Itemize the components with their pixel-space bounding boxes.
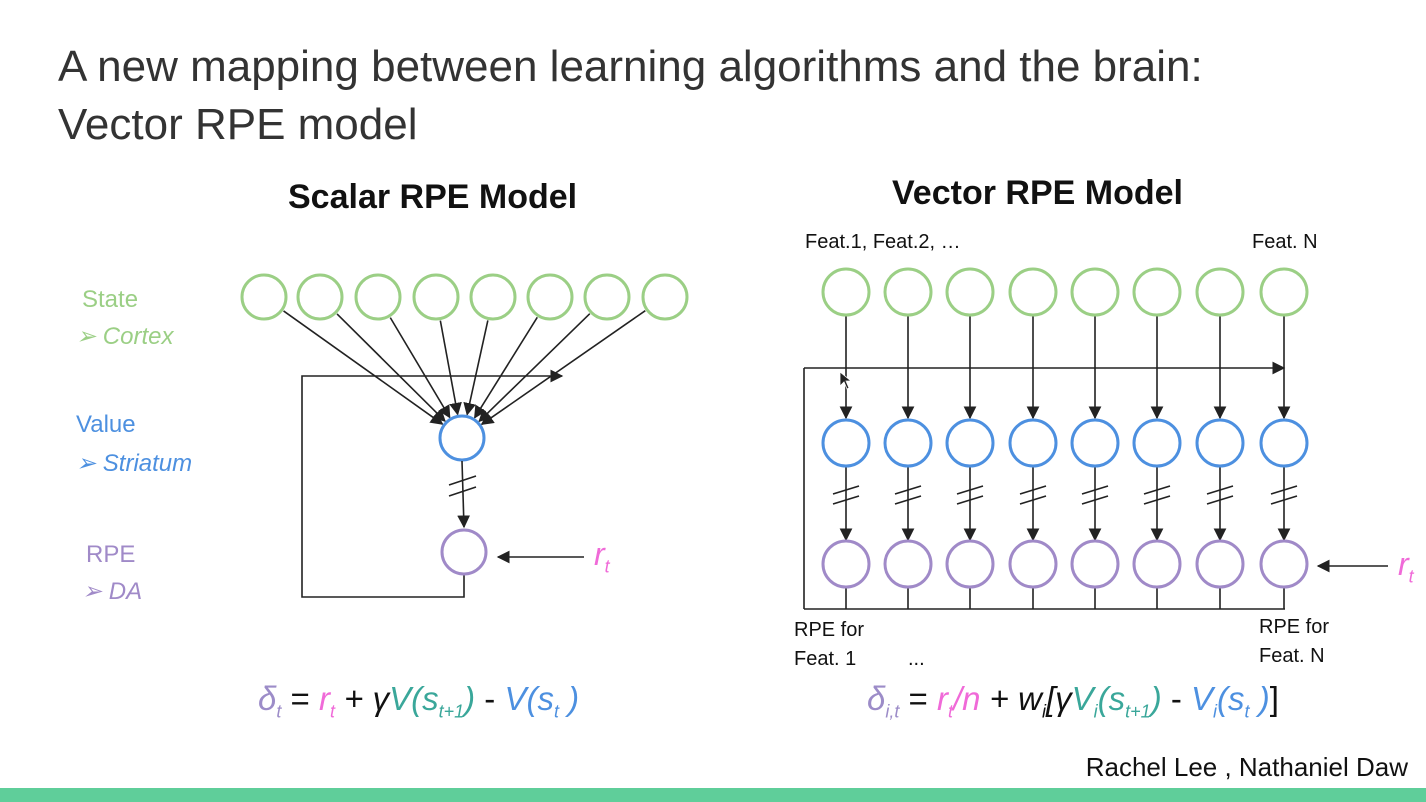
rpe-feat-n-line-2: Feat. N	[1259, 645, 1325, 667]
scalar-state-arrow-3	[389, 317, 451, 419]
vector-value-node-1	[821, 418, 871, 468]
scalar-hatch-2	[448, 486, 477, 497]
vector-state-node-1	[821, 267, 871, 317]
scalar-rpe-node	[440, 528, 488, 576]
rpe-feat-n-label: RPE for Feat. N	[1259, 613, 1329, 671]
mouse-cursor-icon	[839, 371, 853, 390]
scalar-state-arrow-2	[336, 313, 446, 422]
rpe-ellipsis: ...	[908, 648, 925, 670]
vector-hatch-a-7	[1206, 485, 1234, 495]
scalar-state-to-value-arrows	[283, 310, 646, 426]
vector-value-node-4	[1008, 418, 1058, 468]
vector-hatch-a-3	[956, 485, 984, 495]
rpe-feat-1-line-1: RPE for	[794, 619, 865, 641]
vector-hatch-a-2	[894, 485, 922, 495]
state-label: State	[82, 286, 139, 313]
vector-rpe-node-6	[1132, 539, 1182, 589]
vector-rpe-node-4	[1008, 539, 1058, 589]
author-credit: Rachel Lee , Nathaniel Daw	[1085, 752, 1408, 782]
vector-hatch-a-4	[1019, 485, 1047, 495]
feat-right-label: Feat. N	[1252, 231, 1318, 253]
vector-equation: δi,t = rt/n + wi[γVi(st+1) - Vi(st )]	[867, 680, 1279, 722]
vector-state-node-3	[945, 267, 995, 317]
scalar-state-node-3	[354, 273, 402, 321]
vector-value-node-5	[1070, 418, 1120, 468]
vector-state-node-8	[1259, 267, 1309, 317]
scalar-state-node-1	[240, 273, 288, 321]
scalar-value-node	[438, 414, 486, 462]
scalar-state-arrow-8	[480, 310, 646, 426]
vector-hatch-b-2	[894, 495, 922, 505]
feat-left-label: Feat.1, Feat.2, …	[805, 231, 961, 253]
vector-model-title: Vector RPE Model	[892, 174, 1183, 212]
vector-rpe-node-1	[821, 539, 871, 589]
scalar-state-node-4	[412, 273, 460, 321]
scalar-state-node-2	[296, 273, 344, 321]
rpe-feat-n-line-1: RPE for	[1259, 616, 1330, 638]
vector-rpe-node-3	[945, 539, 995, 589]
scalar-feedback-loop	[301, 369, 564, 598]
vector-rpe-node-5	[1070, 539, 1120, 589]
vector-columns	[821, 267, 1309, 609]
scalar-state-node-6	[526, 273, 574, 321]
scalar-state-node-7	[583, 273, 631, 321]
rpe-feat-1-line-2: Feat. 1	[794, 648, 857, 670]
vector-hatch-b-1	[832, 495, 860, 505]
vector-state-node-4	[1008, 267, 1058, 317]
vector-state-node-5	[1070, 267, 1120, 317]
vector-value-node-7	[1195, 418, 1245, 468]
scalar-value-to-rpe-arrow	[457, 460, 471, 529]
vector-hatch-b-5	[1081, 495, 1109, 505]
scalar-model-title: Scalar RPE Model	[288, 178, 578, 216]
scalar-equation: δt = rt + γV(st+1) - V(st )	[258, 680, 580, 722]
scalar-state-arrow-6	[474, 316, 538, 419]
vector-hatch-a-8	[1270, 485, 1298, 495]
scalar-state-nodes	[240, 273, 689, 321]
vector-hatch-b-6	[1143, 495, 1171, 505]
rpe-label: RPE	[86, 541, 136, 568]
scalar-state-arrow-1	[283, 310, 444, 425]
vector-hatch-b-7	[1206, 495, 1234, 505]
slide-title-line-2: Vector RPE model	[58, 100, 418, 149]
cortex-label: ➢ Cortex	[76, 323, 174, 350]
vector-value-node-2	[883, 418, 933, 468]
scalar-state-arrow-5	[463, 320, 489, 416]
slide-title-line-1: A new mapping between learning algorithm…	[58, 42, 1203, 91]
vector-hatch-a-6	[1143, 485, 1171, 495]
scalar-state-arrow-4	[439, 320, 462, 416]
vector-hatch-a-1	[832, 485, 860, 495]
vector-value-node-6	[1132, 418, 1182, 468]
scalar-hatch-1	[448, 475, 477, 486]
vector-reward-label: rt	[1398, 546, 1414, 587]
vector-rpe-node-2	[883, 539, 933, 589]
vector-value-node-3	[945, 418, 995, 468]
vector-rpe-node-8	[1259, 539, 1309, 589]
da-label: ➢ DA	[82, 578, 143, 605]
value-label: Value	[76, 411, 136, 438]
vector-state-node-6	[1132, 267, 1182, 317]
vector-state-node-7	[1195, 267, 1245, 317]
slide-title: A new mapping between learning algorithm…	[58, 38, 1398, 154]
vector-hatch-a-5	[1081, 485, 1109, 495]
vector-hatch-b-4	[1019, 495, 1047, 505]
bottom-accent-bar	[0, 788, 1426, 802]
scalar-reward-label: rt	[594, 536, 610, 577]
scalar-state-node-8	[641, 273, 689, 321]
vector-rpe-node-7	[1195, 539, 1245, 589]
striatum-label: ➢ Striatum	[76, 450, 193, 477]
vector-hatch-b-8	[1270, 495, 1298, 505]
rpe-feat-1-label: RPE for Feat. 1	[794, 616, 864, 674]
scalar-state-node-5	[469, 273, 517, 321]
vector-hatch-b-3	[956, 495, 984, 505]
vector-state-node-2	[883, 267, 933, 317]
scalar-state-arrow-7	[478, 313, 591, 423]
vector-value-node-8	[1259, 418, 1309, 468]
